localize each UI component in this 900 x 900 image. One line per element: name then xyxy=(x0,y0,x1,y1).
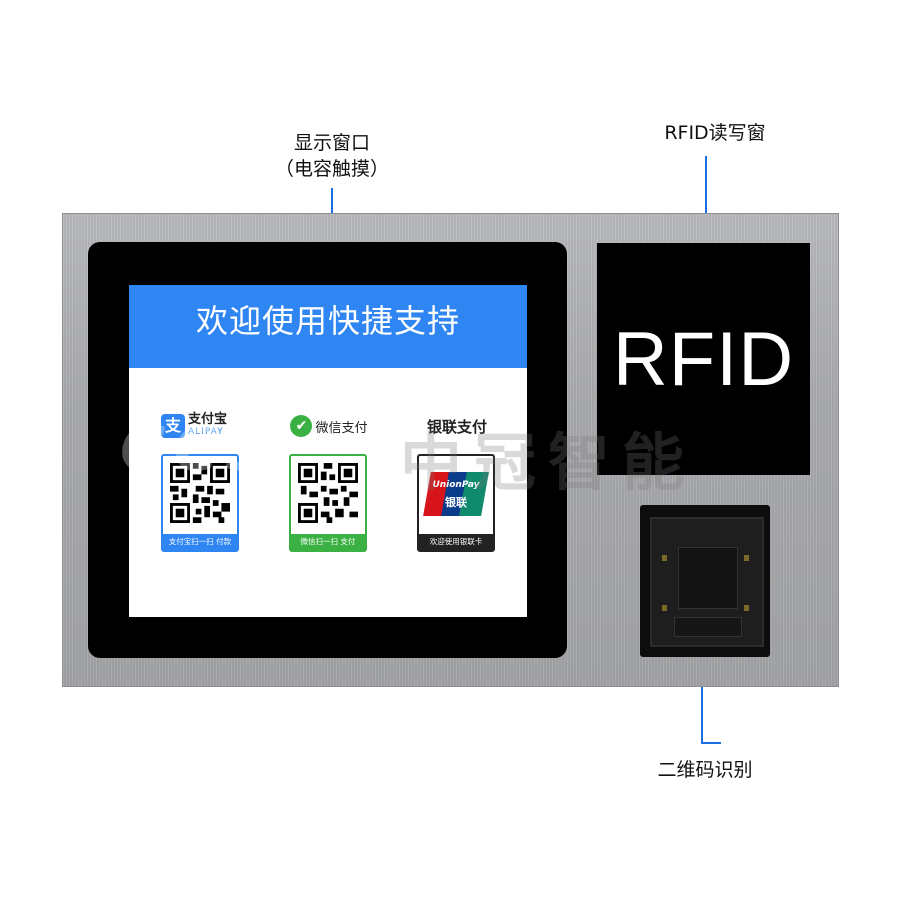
unionpay-option[interactable]: 银联支付 UnionPay 银联 欢迎使用银联卡 xyxy=(417,412,497,552)
touch-screen[interactable]: 欢迎使用快捷支持 支 支付宝 ALIPAY 支付宝扫一扫 付款 ✔ 微信支付 xyxy=(129,285,527,617)
alipay-logo: 支 支付宝 ALIPAY xyxy=(161,412,241,440)
display-window-label-line1: 显示窗口 xyxy=(293,132,370,154)
scanner-housing xyxy=(650,517,764,647)
scanner-label: 二维码识别 xyxy=(657,759,753,781)
wechat-qr-card[interactable]: 微信扫一扫 支付 xyxy=(289,454,367,552)
alipay-qr-card[interactable]: 支付宝扫一扫 付款 xyxy=(161,454,239,552)
wechat-pay-logo: ✔ 微信支付 xyxy=(289,412,369,440)
wechat-caption: 微信扫一扫 支付 xyxy=(291,534,365,550)
wechat-check-icon: ✔ xyxy=(290,415,313,437)
alipay-qr-code xyxy=(170,463,230,523)
unionpay-card-title: UnionPay xyxy=(432,480,480,490)
scanner-led-icon xyxy=(662,555,667,561)
unionpay-card-logo: UnionPay 银联 xyxy=(423,472,489,516)
scanner-led-icon xyxy=(744,555,749,561)
scanner-callout-line xyxy=(701,664,703,744)
alipay-sub: ALIPAY xyxy=(188,427,224,437)
wechat-qr-code xyxy=(298,463,358,523)
scanner-lens xyxy=(678,547,738,609)
wechat-pay-option[interactable]: ✔ 微信支付 微信扫一扫 支付 xyxy=(289,412,369,552)
unionpay-card-cn: 银联 xyxy=(445,496,467,509)
scanner-led-icon xyxy=(744,605,749,611)
unionpay-card[interactable]: UnionPay 银联 欢迎使用银联卡 xyxy=(417,454,495,552)
rfid-window-label: RFID读写窗 xyxy=(664,122,766,144)
scanner-led-icon xyxy=(662,605,667,611)
watermark-latin: CCS xyxy=(120,412,278,485)
scanner-slot xyxy=(674,617,742,637)
screen-header: 欢迎使用快捷支持 xyxy=(129,285,527,368)
wechat-pay-name: 微信支付 xyxy=(315,420,368,436)
unionpay-name: 银联支付 xyxy=(426,417,487,436)
alipay-option[interactable]: 支 支付宝 ALIPAY 支付宝扫一扫 付款 xyxy=(161,412,241,552)
rfid-callout-line xyxy=(705,156,707,236)
alipay-name: 支付宝 xyxy=(188,412,228,427)
display-window-label: 显示窗口 （电容触摸） xyxy=(262,130,402,182)
qr-scanner[interactable] xyxy=(640,505,770,657)
alipay-caption: 支付宝扫一扫 付款 xyxy=(163,534,237,550)
scanner-callout-hook xyxy=(701,742,721,744)
alipay-icon: 支 xyxy=(161,414,185,438)
unionpay-logo: 银联支付 xyxy=(417,412,497,440)
watermark-cn: 中冠智能 xyxy=(400,426,697,499)
rfid-window[interactable]: RFID xyxy=(597,243,810,475)
rfid-label: RFID xyxy=(612,317,795,402)
unionpay-caption: 欢迎使用银联卡 xyxy=(419,534,493,550)
display-window-label-line2: （电容触摸） xyxy=(274,158,389,180)
